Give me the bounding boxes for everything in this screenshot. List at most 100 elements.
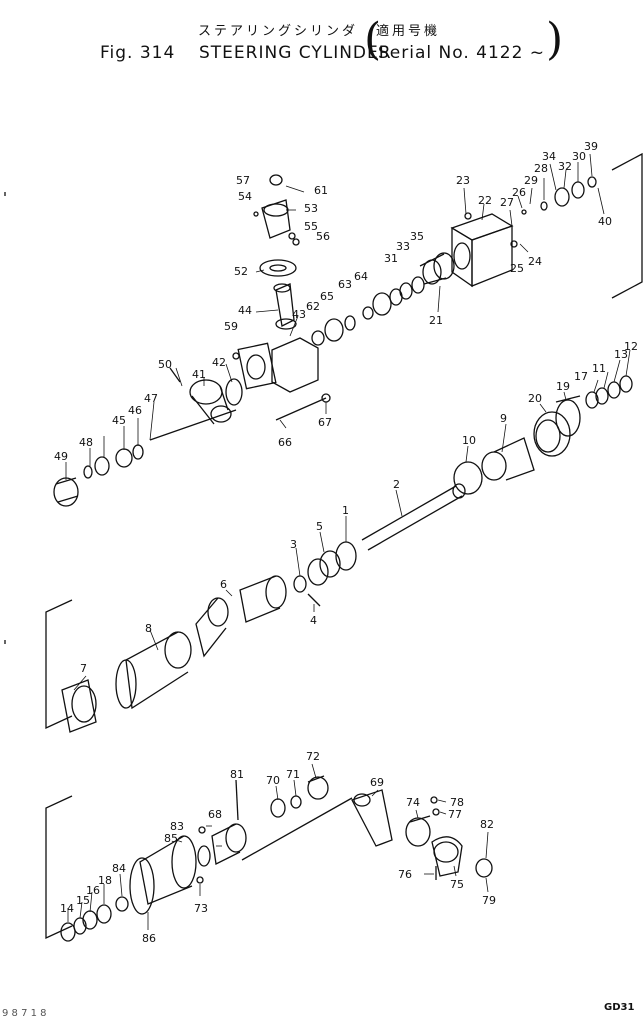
callout-40: 40 bbox=[598, 215, 612, 228]
ring-33 bbox=[399, 282, 413, 300]
plug-64 bbox=[362, 306, 374, 320]
callout-23: 23 bbox=[456, 174, 470, 187]
callout-9: 9 bbox=[500, 412, 507, 425]
washer-77 bbox=[432, 808, 440, 816]
callout-61: 61 bbox=[314, 184, 328, 197]
pin-73 bbox=[196, 876, 204, 884]
washer-62 bbox=[311, 330, 325, 346]
callout-33: 33 bbox=[396, 240, 410, 253]
callout-44: 44 bbox=[238, 304, 252, 317]
callout-79: 79 bbox=[482, 894, 496, 907]
open-paren: ( bbox=[364, 14, 382, 65]
bolt-81 bbox=[235, 779, 239, 821]
pin-50 bbox=[169, 367, 181, 383]
pivot-bracket-43 bbox=[237, 337, 319, 393]
bushing-52 bbox=[259, 259, 297, 277]
callout-78: 78 bbox=[450, 796, 464, 809]
callout-14: 14 bbox=[60, 902, 74, 915]
tube-8 bbox=[115, 631, 192, 710]
callout-15: 15 bbox=[76, 894, 90, 907]
pin-4 bbox=[307, 593, 321, 607]
callout-28: 28 bbox=[534, 162, 548, 175]
piston-rod-2 bbox=[361, 483, 466, 551]
seal-11 bbox=[595, 387, 609, 405]
callout-83: 83 bbox=[170, 820, 184, 833]
callout-34: 34 bbox=[542, 150, 556, 163]
callout-84: 84 bbox=[112, 862, 126, 875]
callout-46: 46 bbox=[128, 404, 142, 417]
callout-24: 24 bbox=[528, 255, 542, 268]
callout-67: 67 bbox=[318, 416, 332, 429]
nipple-83 bbox=[198, 826, 206, 834]
callout-66: 66 bbox=[278, 436, 292, 449]
rod-eye-69 bbox=[351, 789, 393, 847]
callout-55: 55 bbox=[304, 220, 318, 233]
clevis-pin-44 bbox=[273, 283, 297, 330]
callout-43: 43 bbox=[292, 308, 306, 321]
close-paren: ) bbox=[546, 14, 564, 65]
ring-18 bbox=[96, 904, 112, 924]
oring-10 bbox=[453, 461, 483, 495]
ring-5c bbox=[307, 558, 329, 586]
callout-72: 72 bbox=[306, 750, 320, 763]
cover-75 bbox=[431, 836, 463, 877]
callout-75: 75 bbox=[450, 878, 464, 891]
callout-1: 1 bbox=[342, 504, 349, 517]
callout-86: 86 bbox=[142, 932, 156, 945]
pin-28 bbox=[540, 201, 548, 211]
cylinder-head-block bbox=[450, 212, 514, 288]
bushing-79 bbox=[475, 858, 493, 878]
callout-19: 19 bbox=[556, 380, 570, 393]
spring-48 bbox=[83, 465, 93, 479]
spring-65 bbox=[324, 318, 344, 342]
footer-code: GD31 bbox=[604, 1002, 635, 1013]
callout-82: 82 bbox=[480, 818, 494, 831]
washer-56 bbox=[292, 238, 300, 246]
connector-line bbox=[241, 797, 353, 861]
pin-26 bbox=[521, 209, 527, 215]
callout-5: 5 bbox=[316, 520, 323, 533]
bolt-55 bbox=[288, 232, 296, 240]
callout-73: 73 bbox=[194, 902, 208, 915]
callout-49: 49 bbox=[54, 450, 68, 463]
bracket-68 bbox=[197, 823, 247, 867]
tube-6 bbox=[195, 575, 287, 658]
callout-21: 21 bbox=[429, 314, 443, 327]
ring-5b bbox=[319, 550, 341, 578]
callout-11: 11 bbox=[592, 362, 606, 375]
callout-68: 68 bbox=[208, 808, 222, 821]
frame-bracket-top-right bbox=[611, 152, 643, 299]
piston-rod-end-21 bbox=[419, 252, 455, 285]
callout-30: 30 bbox=[572, 150, 586, 163]
callout-41: 41 bbox=[192, 368, 206, 381]
sleeve-72 bbox=[307, 775, 329, 800]
callout-70: 70 bbox=[266, 774, 280, 787]
callout-45: 45 bbox=[112, 414, 126, 427]
applicability-japanese: 適用号機 bbox=[376, 24, 441, 39]
callout-81: 81 bbox=[230, 768, 244, 781]
callout-69: 69 bbox=[370, 776, 384, 789]
leader-lines bbox=[65, 153, 631, 930]
callout-56: 56 bbox=[316, 230, 330, 243]
ring-39 bbox=[587, 176, 597, 188]
callout-32: 32 bbox=[558, 160, 572, 173]
ring-32 bbox=[554, 187, 570, 207]
callout-63: 63 bbox=[338, 278, 352, 291]
callout-2: 2 bbox=[393, 478, 400, 491]
bracket-53 bbox=[253, 174, 300, 246]
callout-52: 52 bbox=[234, 265, 248, 278]
callout-8: 8 bbox=[145, 622, 152, 635]
callout-77: 77 bbox=[448, 808, 462, 821]
callout-18: 18 bbox=[98, 874, 112, 887]
title-japanese: ステアリングシリンダ bbox=[198, 24, 359, 39]
callout-17: 17 bbox=[574, 370, 588, 383]
callout-35: 35 bbox=[410, 230, 424, 243]
seal-48 bbox=[94, 456, 110, 476]
bushing-19 bbox=[555, 395, 581, 437]
callout-59: 59 bbox=[224, 320, 238, 333]
callout-62: 62 bbox=[306, 300, 320, 313]
callout-65: 65 bbox=[320, 290, 334, 303]
callout-20: 20 bbox=[528, 392, 542, 405]
